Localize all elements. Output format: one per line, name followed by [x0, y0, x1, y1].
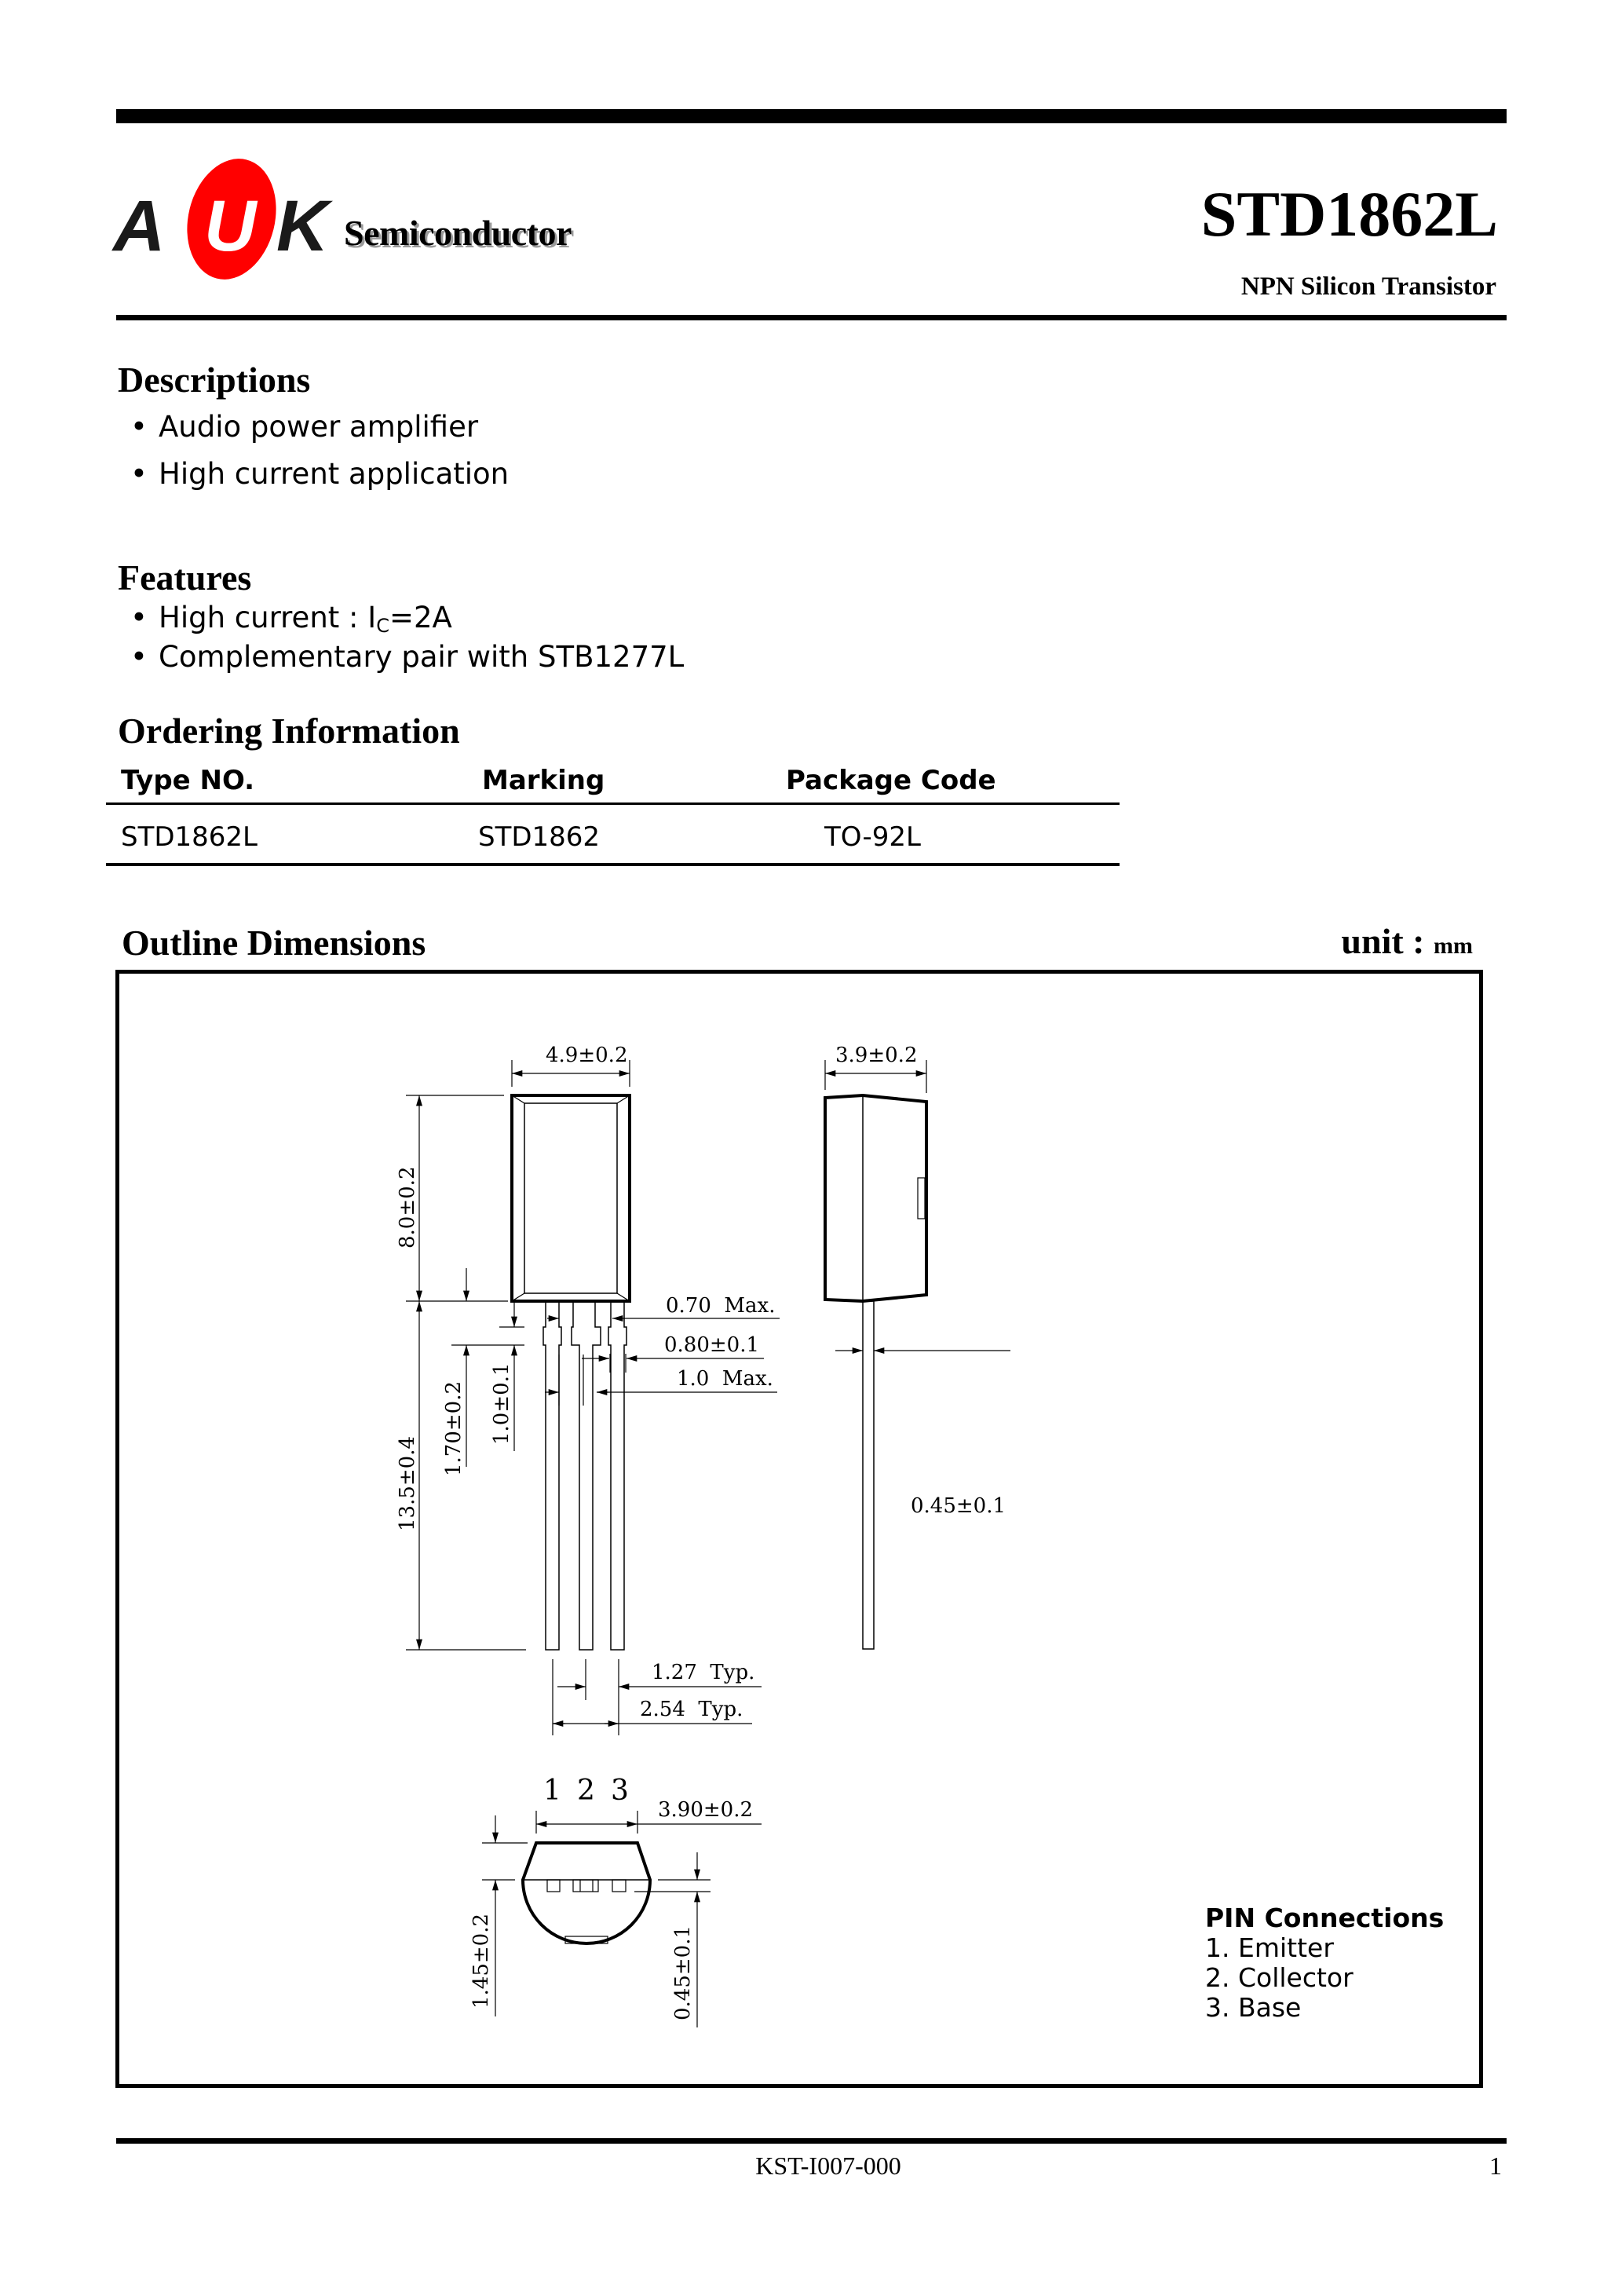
- table-bottom-rule: [106, 863, 1120, 866]
- bullet-icon: •: [130, 601, 148, 634]
- dim-body-width: 4.9±0.2: [546, 1044, 627, 1067]
- logo-red-ellipse-icon: [187, 159, 276, 280]
- part-number-title: STD1862L: [1200, 178, 1498, 250]
- dim-lead-length: 13.5±0.4: [396, 1436, 419, 1531]
- description-item-text: High current application: [159, 457, 510, 491]
- features-heading: Features: [118, 558, 252, 598]
- dim-bottom-145: 1.45±0.2: [469, 1914, 493, 2009]
- footer-doc-code-text: KST-I007-000: [755, 2152, 901, 2180]
- footer-doc-code: KST-I007-000: [0, 2153, 1622, 2178]
- outline-drawing-frame: [115, 970, 1483, 2088]
- brand-subtitle: Semiconductor: [344, 213, 572, 253]
- feature-item-text: High current : I: [159, 601, 377, 634]
- bottom-view: [482, 1811, 762, 2027]
- logo-letter-k: K: [276, 186, 334, 266]
- header-top-rule: [116, 109, 1507, 123]
- dim-shoulder-170: 1.70±0.2: [442, 1381, 466, 1476]
- pin-connections-heading: PIN Connections: [1205, 1903, 1445, 1933]
- pin-number-2: 2: [577, 1775, 595, 1807]
- cell-package-code: TO-92L: [824, 821, 921, 853]
- dim-shoulder-10: 1.0±0.1: [490, 1363, 513, 1445]
- logo-letter-u: U: [204, 186, 258, 266]
- descriptions-heading: Descriptions: [118, 360, 311, 400]
- pin-connection-item: 1. Emitter: [1205, 1932, 1334, 1963]
- dim-lead-max-070: 0.70 Max.: [666, 1294, 775, 1318]
- logo-letter-a: A: [111, 186, 165, 266]
- feature-item: • Complementary pair with STB1277L: [130, 642, 684, 671]
- dim-lead-max-10: 1.0 Max.: [677, 1367, 773, 1391]
- feature-item-suffix: =2A: [389, 601, 452, 634]
- description-item: • High current application: [130, 459, 509, 488]
- column-header-marking: Marking: [482, 765, 605, 796]
- part-type-subtitle: NPN Silicon Transistor: [1240, 272, 1496, 301]
- dim-pitch-254: 2.54 Typ.: [640, 1698, 743, 1721]
- unit-label-text: unit :: [1341, 921, 1425, 961]
- pin-number-1: 1: [543, 1775, 561, 1807]
- pin-connection-item: 3. Base: [1205, 1992, 1302, 2023]
- bullet-icon: •: [130, 457, 148, 491]
- feature-item-text: Complementary pair with STB1277L: [159, 640, 685, 674]
- dim-body-height: 8.0±0.2: [396, 1167, 419, 1249]
- dim-pitch-127: 1.27 Typ.: [652, 1661, 754, 1684]
- auk-logo: A U K: [111, 159, 334, 280]
- cell-marking: STD1862: [478, 821, 601, 853]
- feature-item-subscript: C: [376, 615, 389, 637]
- column-header-type-no: Type NO.: [121, 765, 255, 796]
- outline-heading: Outline Dimensions: [122, 923, 426, 963]
- side-view: [824, 1060, 1010, 1650]
- cell-type-no: STD1862L: [121, 821, 258, 853]
- bullet-icon: •: [130, 640, 148, 674]
- header-bottom-rule: [116, 315, 1507, 320]
- front-view: [406, 1060, 780, 1735]
- feature-item: • High current : IC=2A: [130, 603, 452, 635]
- description-item: • Audio power amplifier: [130, 412, 478, 441]
- unit-value: mm: [1434, 933, 1473, 959]
- table-header-rule: [106, 803, 1120, 805]
- dim-bottom-width: 3.90±0.2: [658, 1798, 753, 1822]
- pin-connection-item: 2. Collector: [1205, 1962, 1353, 1993]
- dim-lead-thickness: 0.45±0.1: [911, 1494, 1006, 1518]
- description-item-text: Audio power amplifier: [159, 410, 479, 444]
- column-header-package-code: Package Code: [786, 765, 996, 796]
- unit-label: unit : mm: [1341, 923, 1473, 960]
- dim-lead-080: 0.80±0.1: [664, 1333, 759, 1357]
- footer-rule: [116, 2138, 1507, 2144]
- bullet-icon: •: [130, 410, 148, 444]
- dim-side-width: 3.9±0.2: [835, 1044, 917, 1067]
- page-number: 1: [1489, 2152, 1502, 2180]
- ordering-heading: Ordering Information: [118, 711, 460, 751]
- pin-number-3: 3: [611, 1775, 629, 1807]
- dim-bottom-045: 0.45±0.1: [671, 1925, 695, 2020]
